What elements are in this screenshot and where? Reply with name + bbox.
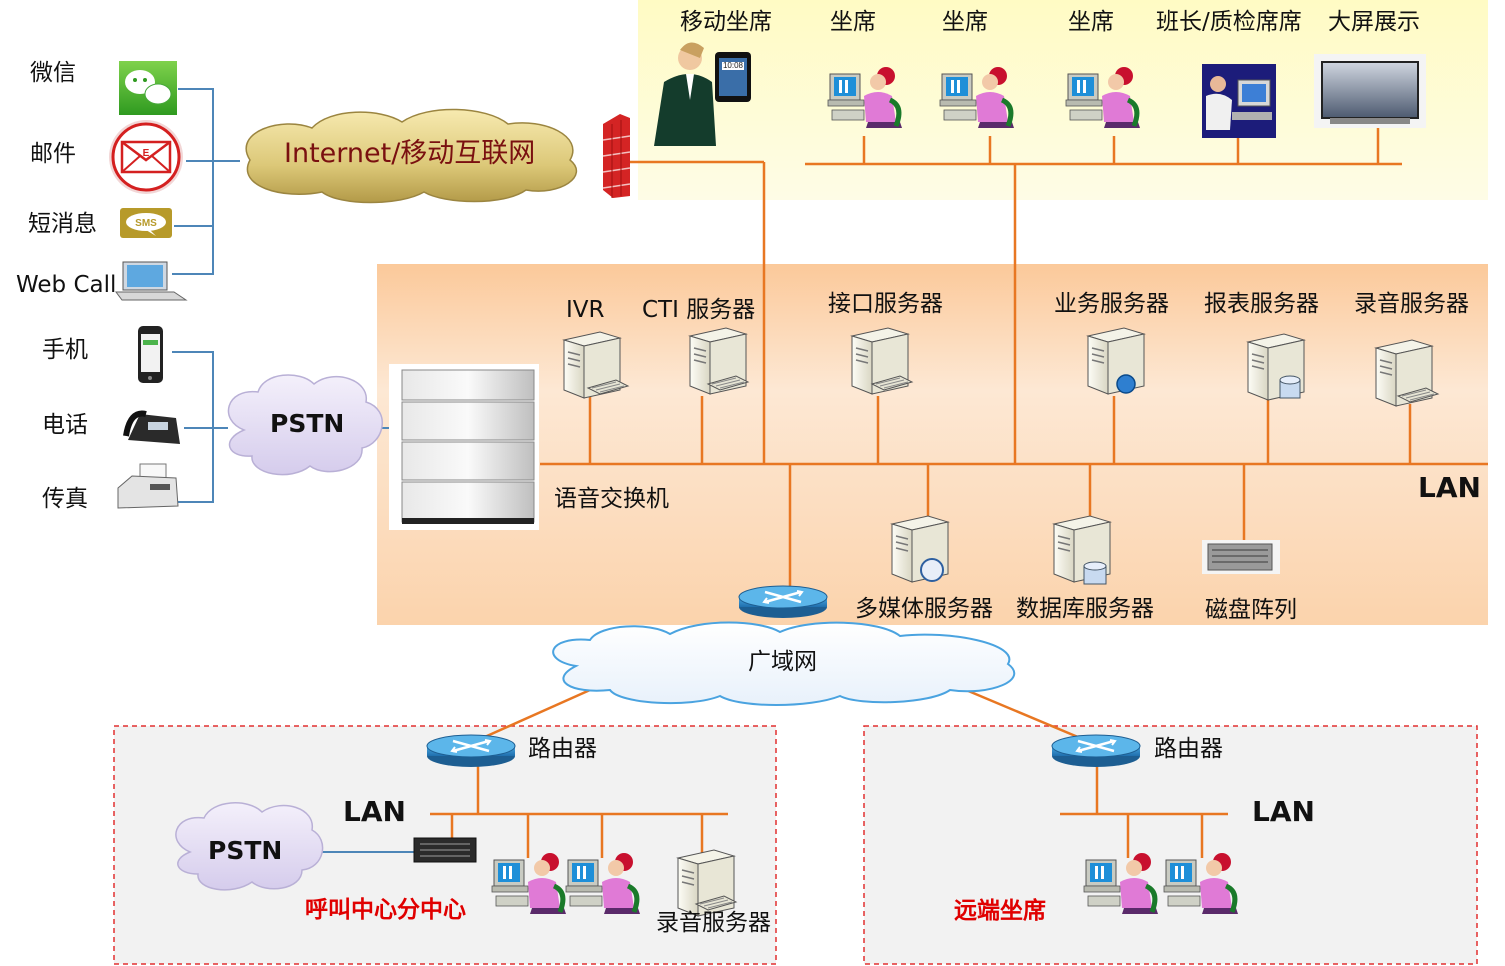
- branch-router-label: 路由器: [528, 736, 597, 762]
- interface-server-label: 接口服务器: [828, 291, 943, 317]
- remote-lan-label: LAN: [1252, 795, 1315, 828]
- email-letter: E: [143, 148, 150, 159]
- multimedia-server-label: 多媒体服务器: [855, 596, 993, 622]
- wechat-icon: [119, 61, 177, 115]
- database-cylinder-icon: [1279, 375, 1301, 399]
- pstn-cloud-branch: [175, 802, 324, 891]
- sms-label: 短消息: [28, 211, 97, 237]
- big-screen-display-icon: [1314, 54, 1426, 128]
- report-server-label: 报表服务器: [1204, 291, 1319, 317]
- wan-label: 广域网: [748, 649, 817, 675]
- branch-lan-label: LAN: [343, 795, 406, 828]
- voice-switch-label: 语音交换机: [554, 486, 669, 512]
- sms-badge-text: SMS: [135, 218, 157, 229]
- mobile-agent-illustration: [654, 42, 751, 146]
- internet-cloud: [245, 108, 578, 204]
- mobile-seat-label: 移动坐席: [680, 9, 772, 35]
- network-links: [430, 128, 1488, 858]
- recording-server-label: 录音服务器: [1354, 291, 1469, 317]
- seat-label-2: 坐席: [942, 9, 988, 35]
- wechat-label: 微信: [30, 60, 76, 86]
- branch-gateway-icon: [413, 837, 477, 863]
- disk-array-label: 磁盘阵列: [1205, 597, 1297, 623]
- email-label: 邮件: [30, 141, 76, 167]
- globe-icon: [1116, 374, 1136, 394]
- voice-switch-icon: [389, 364, 539, 530]
- mobile-phone-icon: [138, 326, 163, 383]
- phone-label: 电话: [42, 412, 88, 438]
- multimedia-globe-icon: [920, 558, 944, 582]
- mobile-label: 手机: [42, 337, 88, 363]
- supervisor-label: 班长/质检席席: [1156, 9, 1302, 35]
- firewall-icon: [602, 114, 631, 198]
- phone-screen-time: 10:08: [723, 61, 744, 70]
- remote-router-label: 路由器: [1154, 736, 1223, 762]
- business-server-label: 业务服务器: [1054, 291, 1169, 317]
- supervisor-station-illustration: [1202, 64, 1276, 138]
- wan-cloud: [552, 621, 1016, 706]
- disk-array-icon: [1202, 540, 1280, 574]
- main-router-icon: [737, 584, 829, 620]
- database-server-label: 数据库服务器: [1016, 596, 1154, 622]
- remote-router-icon: [1050, 733, 1142, 769]
- webcall-label: Web Call: [16, 272, 117, 298]
- big-screen-label: 大屏展示: [1328, 9, 1420, 35]
- pstn-branch-label: PSTN: [208, 836, 283, 865]
- desk-phone-icon: [123, 410, 180, 444]
- branch-router-icon: [425, 733, 517, 769]
- ivr-label: IVR: [566, 297, 605, 323]
- cti-label: CTI 服务器: [642, 297, 756, 323]
- branch-recording-label: 录音服务器: [656, 910, 771, 936]
- seat-label-1: 坐席: [830, 9, 876, 35]
- internet-channel-bracket: [172, 88, 240, 275]
- pstn-cloud-main: [227, 374, 383, 476]
- internet-cloud-label: Internet/移动互联网: [284, 138, 536, 169]
- email-icon: [109, 120, 183, 194]
- main-lan-label: LAN: [1418, 471, 1481, 504]
- branch-center-name: 呼叫中心分中心: [305, 897, 466, 923]
- fax-icon: [117, 463, 179, 509]
- fax-label: 传真: [42, 486, 88, 512]
- laptop-icon: [115, 261, 188, 301]
- remote-agent-name: 远端坐席: [954, 898, 1046, 924]
- remote-agent-box: [863, 725, 1478, 965]
- database-server-cylinder-icon: [1083, 561, 1107, 585]
- pstn-main-label: PSTN: [270, 409, 345, 438]
- sms-icon: [120, 208, 172, 238]
- seat-label-3: 坐席: [1068, 9, 1114, 35]
